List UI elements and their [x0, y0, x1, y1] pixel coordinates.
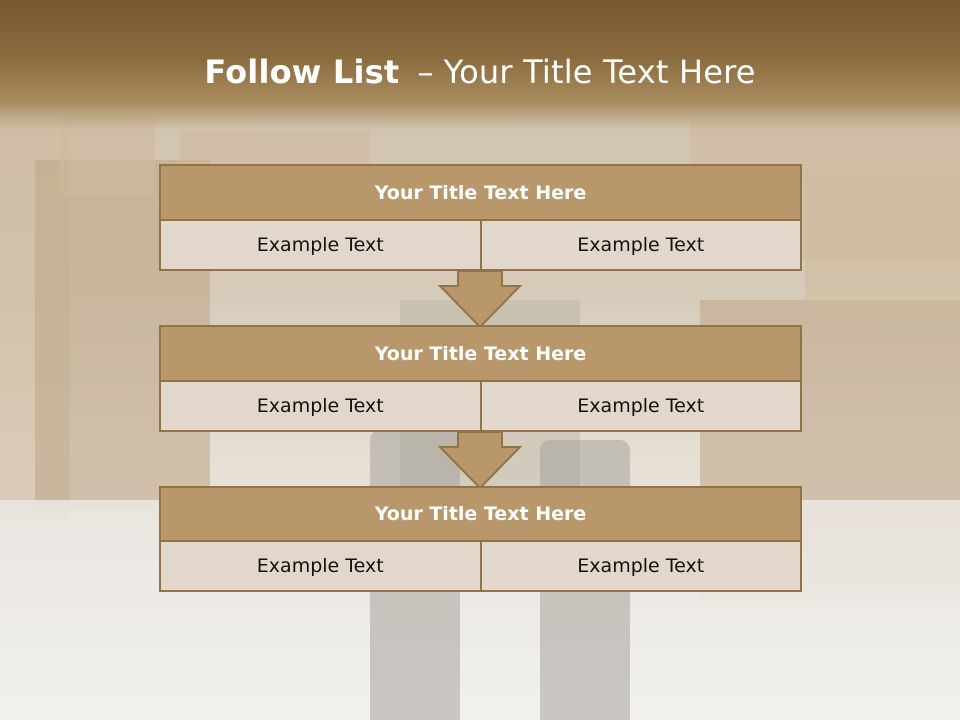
flow-block-cell-left[interactable]: Example Text: [159, 382, 482, 432]
down-arrow-icon: [438, 432, 522, 490]
slide-title-rest: Your Title Text Here: [443, 53, 756, 91]
slide-title-bold: Follow List: [204, 53, 400, 91]
flow-block-2[interactable]: Your Title Text Here Example Text Exampl…: [159, 325, 802, 432]
flow-block-row: Example Text Example Text: [159, 542, 802, 592]
flow-block-cell-right[interactable]: Example Text: [481, 382, 802, 432]
flow-block-title[interactable]: Your Title Text Here: [159, 486, 802, 542]
down-arrow-icon: [438, 271, 522, 329]
flow-block-cell-right[interactable]: Example Text: [481, 221, 802, 271]
flow-block-cell-left[interactable]: Example Text: [159, 221, 482, 271]
slide-title: Follow List–Your Title Text Here: [0, 53, 960, 91]
flow-block-cell-right[interactable]: Example Text: [481, 542, 802, 592]
flow-block-title[interactable]: Your Title Text Here: [159, 325, 802, 382]
flow-block-row: Example Text Example Text: [159, 221, 802, 271]
title-band: [0, 0, 960, 130]
flow-block-row: Example Text Example Text: [159, 382, 802, 432]
slide-title-separator: –: [417, 53, 434, 91]
flow-block-1[interactable]: Your Title Text Here Example Text Exampl…: [159, 164, 802, 271]
flow-block-3[interactable]: Your Title Text Here Example Text Exampl…: [159, 486, 802, 592]
flow-block-cell-left[interactable]: Example Text: [159, 542, 482, 592]
flow-block-title[interactable]: Your Title Text Here: [159, 164, 802, 221]
